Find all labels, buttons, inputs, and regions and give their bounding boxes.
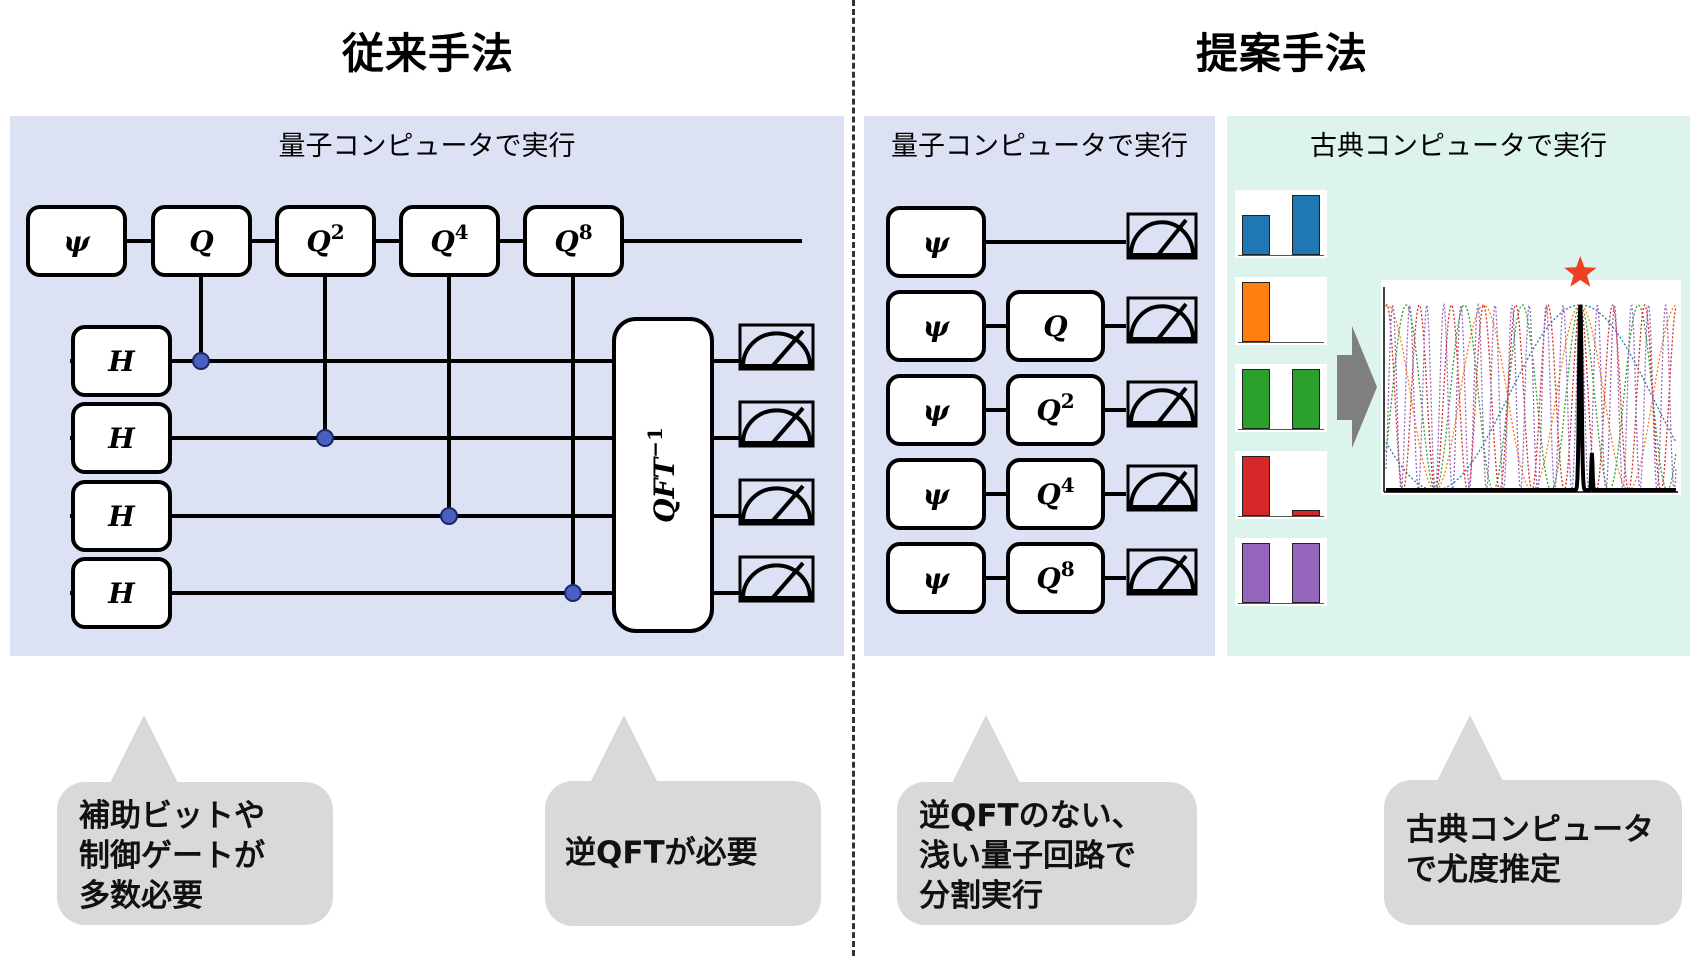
measurement-icon	[1126, 296, 1198, 344]
panel-label: 量子コンピュータで実行	[891, 131, 1188, 162]
callout-text: 逆QFTが必要	[565, 835, 758, 871]
shot-histogram-5	[1235, 538, 1327, 606]
histogram-bar	[1292, 543, 1320, 603]
hadamard-gate-1: H	[71, 325, 172, 397]
hadamard-gate-3: H	[71, 480, 172, 552]
measurement-icon	[738, 478, 815, 526]
control-dot	[440, 507, 458, 525]
gate-label: Q	[1043, 310, 1067, 343]
oracle-gate-2: Q2	[275, 205, 376, 277]
shot-histogram-1	[1235, 190, 1327, 258]
oracle-gate-4: Q8	[523, 205, 624, 277]
measurement-icon	[1126, 548, 1198, 596]
measurement-icon	[738, 323, 815, 371]
control-dot	[316, 429, 334, 447]
star-icon	[1564, 256, 1597, 287]
likelihood-curve-k=8	[1385, 302, 1677, 493]
shot-histogram-3	[1235, 364, 1327, 432]
panel-label: 古典コンピュータで実行	[1310, 131, 1607, 162]
control-dot	[192, 352, 210, 370]
measurement-icon	[1126, 380, 1198, 428]
shot-histogram-4	[1235, 451, 1327, 519]
callout-text: 古典コンピュータ で尤度推定	[1406, 812, 1654, 888]
oracle-gate: Q8	[1006, 542, 1105, 614]
section-divider	[852, 0, 855, 956]
callout-text: 補助ビットや 制御ゲートが 多数必要	[79, 798, 265, 914]
histogram-baseline	[1238, 516, 1324, 517]
state-gate-psi: ψ	[886, 542, 986, 614]
panel-label: 量子コンピュータで実行	[278, 131, 576, 162]
gate-label: H	[107, 422, 136, 455]
hadamard-gate-2: H	[71, 402, 172, 474]
inverse-qft-gate: QFT−1	[612, 317, 714, 633]
measurement-icon	[738, 555, 815, 603]
histogram-baseline	[1238, 255, 1324, 256]
gate-label: Q	[189, 225, 213, 258]
histogram-bar	[1242, 282, 1270, 342]
gate-label: ψ	[923, 562, 951, 595]
oracle-gate: Q	[1006, 290, 1105, 362]
state-gate-psi: ψ	[886, 206, 986, 278]
gate-label: ψ	[923, 226, 951, 259]
state-gate-psi: ψ	[26, 205, 127, 277]
hadamard-gate-4: H	[71, 557, 172, 629]
histogram-bar	[1242, 215, 1270, 255]
gate-label: H	[107, 500, 136, 533]
measurement-icon	[1126, 464, 1198, 512]
measurement-icon	[738, 400, 815, 448]
gate-label: H	[107, 577, 136, 610]
conventional-circuit: ψ Q Q2 Q4 Q8H H H H QFT−1	[26, 205, 815, 633]
oracle-gate: Q2	[1006, 374, 1105, 446]
histogram-baseline	[1238, 342, 1324, 343]
histogram-bar	[1242, 369, 1270, 429]
gate-label: Q4	[430, 220, 468, 258]
state-gate-psi: ψ	[886, 458, 986, 530]
histogram-bar	[1292, 369, 1320, 429]
gate-label: ψ	[923, 310, 951, 343]
state-gate-psi: ψ	[886, 374, 986, 446]
histogram-baseline	[1238, 603, 1324, 604]
histogram-bar	[1292, 510, 1320, 516]
measurement-icon	[1126, 212, 1198, 260]
oracle-gate: Q4	[1006, 458, 1105, 530]
proposed-method-title: 提案手法	[1195, 29, 1368, 78]
gate-label: H	[107, 345, 136, 378]
callout-text: 逆QFTのない、 浅い量子回路で 分割実行	[919, 798, 1143, 914]
histogram-bar	[1242, 456, 1270, 516]
state-gate-psi: ψ	[886, 290, 986, 362]
shot-histogram-2	[1235, 277, 1327, 345]
oracle-gate-1: Q	[151, 205, 252, 277]
control-dot	[564, 584, 582, 602]
histogram-bar	[1242, 543, 1270, 603]
gate-label: ψ	[923, 478, 951, 511]
oracle-gate-3: Q4	[399, 205, 500, 277]
gate-label: ψ	[63, 225, 91, 258]
histogram-bar	[1292, 195, 1320, 255]
gate-label: ψ	[923, 394, 951, 427]
histogram-baseline	[1238, 429, 1324, 430]
conventional-method-title: 従来手法	[341, 29, 514, 78]
combined-likelihood-curve	[1386, 304, 1676, 492]
